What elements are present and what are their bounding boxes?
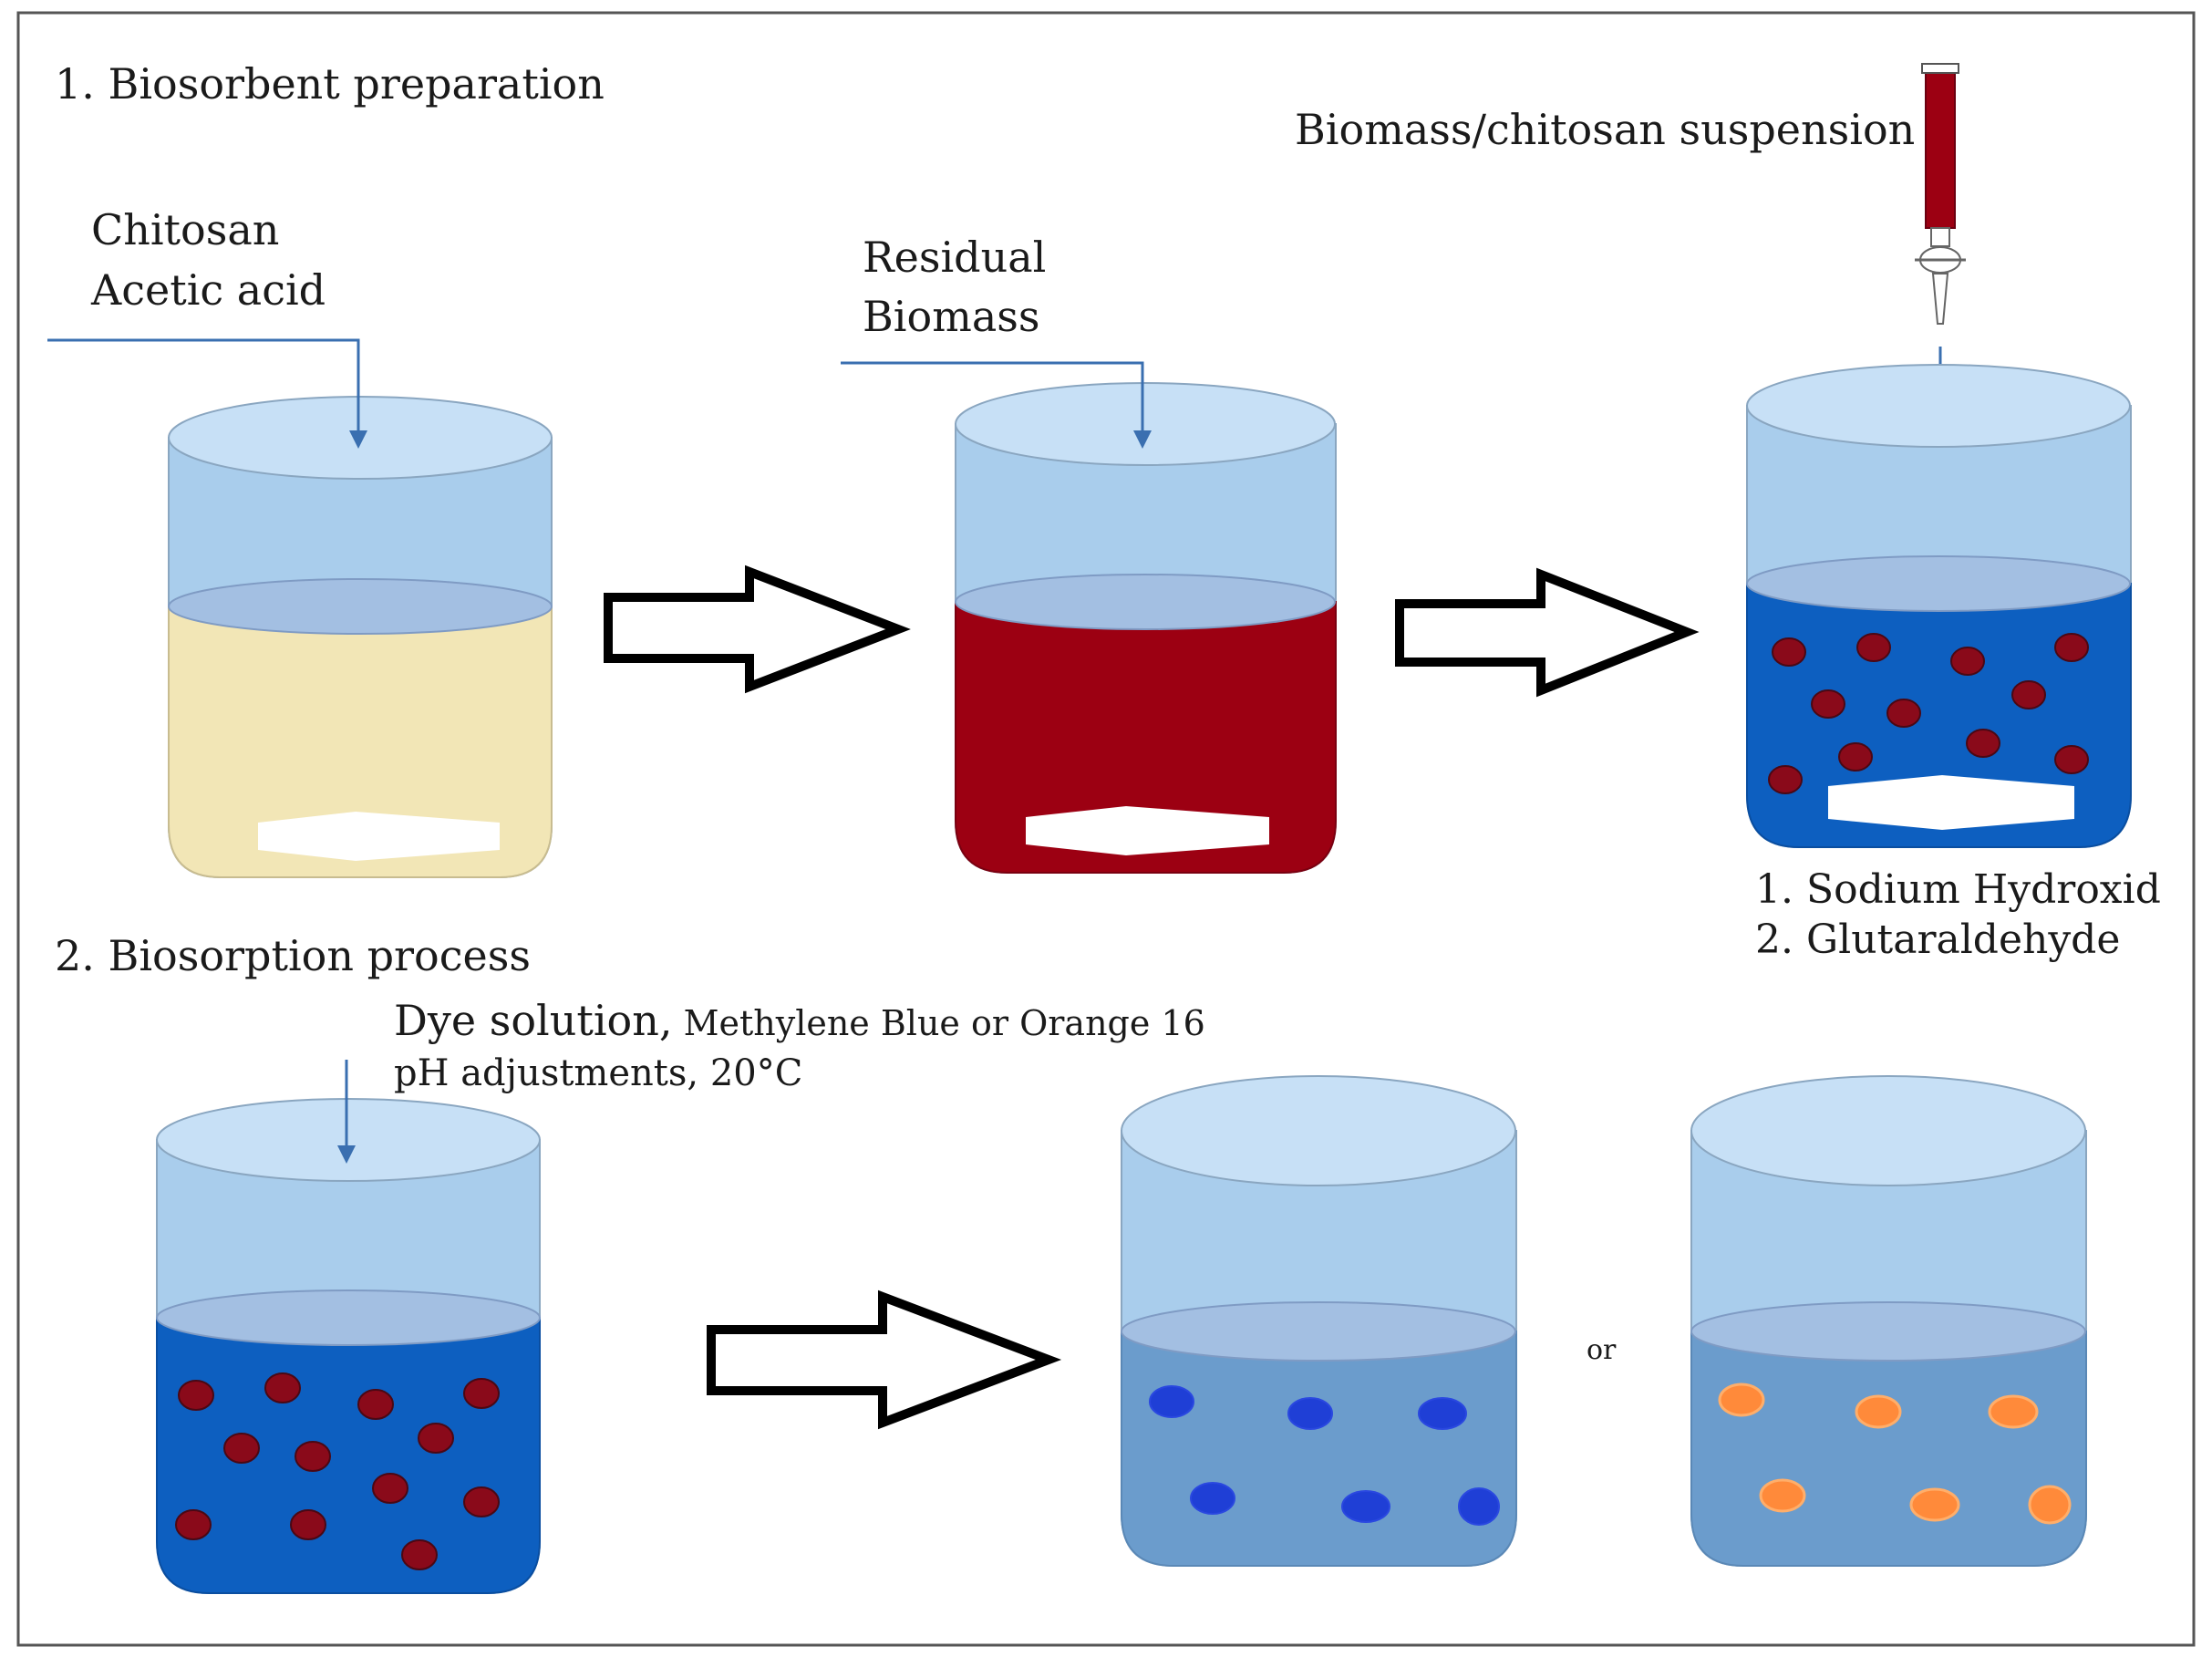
bead — [1966, 729, 2000, 758]
bead — [1458, 1487, 1500, 1526]
beaker-bead-formation — [1746, 364, 2132, 848]
stir-bar — [1828, 775, 2074, 830]
bead — [1988, 1394, 2039, 1429]
burette — [1915, 63, 1966, 325]
beaker-chitosan — [168, 396, 553, 878]
liquid-surface — [156, 1289, 541, 1346]
bead — [1287, 1397, 1333, 1430]
bead — [178, 1380, 214, 1411]
arrow-head — [349, 430, 367, 449]
bead — [1886, 699, 1921, 728]
bead — [418, 1423, 454, 1454]
beaker-rim — [1746, 364, 2131, 448]
bead — [1768, 765, 1803, 794]
burette-label: Biomass/chitosan suspension — [1295, 105, 1915, 154]
bead — [1718, 1383, 1765, 1417]
liquid-surface — [955, 574, 1336, 630]
liquid-chitosan-solution — [168, 606, 553, 878]
bead — [2028, 1485, 2072, 1525]
step2-title: 2. Biosorption process — [55, 931, 531, 980]
input-line-dye — [337, 1060, 356, 1164]
bead — [175, 1509, 212, 1540]
bead — [1811, 689, 1845, 719]
liquid-naoh-solution — [1746, 583, 2132, 848]
input-acetic-acid: Acetic acid — [90, 265, 326, 315]
bead — [357, 1389, 394, 1420]
reagent-glutaraldehyde: 2. Glutaraldehyde — [1755, 917, 2120, 963]
biosorbent-beads — [175, 1372, 500, 1570]
dye-solution-detail: Methylene Blue or Orange 16 — [673, 1003, 1205, 1043]
bead — [1772, 637, 1806, 667]
dye-solution-main: Dye solution, — [394, 996, 673, 1045]
step1-title: 1. Biosorbent preparation — [55, 59, 605, 109]
methylene-blue-loaded-beads — [1149, 1385, 1500, 1526]
bead — [1759, 1478, 1806, 1513]
beaker-methylene-blue-result — [1121, 1075, 1517, 1567]
bead — [2011, 680, 2046, 709]
bead — [1149, 1385, 1194, 1418]
input-chitosan: Chitosan — [91, 205, 279, 254]
burette-tip — [1931, 273, 1949, 325]
dye-solution-label: Dye solution, Methylene Blue or Orange 1… — [394, 996, 1205, 1045]
chitosan-biomass-beads — [1768, 633, 2089, 794]
liquid-biomass-suspension — [955, 601, 1337, 874]
bead — [463, 1378, 500, 1409]
process-arrow-2 — [1395, 567, 1700, 698]
process-arrow-3 — [707, 1289, 1062, 1430]
bead — [2054, 745, 2089, 774]
bead — [223, 1433, 260, 1464]
beaker-orange16-result — [1690, 1075, 2087, 1567]
liquid-treated-solution — [1121, 1331, 1517, 1567]
reagent-sodium-hydroxide: 1. Sodium Hydroxid — [1755, 866, 2161, 913]
input-line-chitosan — [47, 338, 367, 449]
input-biomass: Biomass — [863, 292, 1039, 341]
burette-tube — [1925, 67, 1956, 229]
input-residual: Residual — [863, 233, 1046, 282]
beaker-biosorption — [156, 1098, 541, 1594]
orange16-loaded-beads — [1718, 1383, 2072, 1525]
bead — [1190, 1482, 1235, 1515]
bead — [1838, 742, 1873, 772]
process-arrow-1 — [604, 564, 911, 694]
bead — [1856, 633, 1891, 662]
conditions-label: pH adjustments, 20°C — [394, 1052, 802, 1094]
bead — [463, 1486, 500, 1517]
bead — [2054, 633, 2089, 662]
arrow-head — [337, 1145, 356, 1164]
stir-bar — [1026, 806, 1269, 855]
beaker-rim — [955, 382, 1336, 466]
beaker-rim — [1121, 1075, 1516, 1186]
beaker-biomass — [955, 382, 1337, 874]
bead — [1341, 1490, 1390, 1523]
bead — [1909, 1487, 1960, 1522]
burette-top — [1921, 63, 1959, 74]
arrow-head — [1133, 430, 1152, 449]
liquid-surface — [1690, 1301, 2086, 1362]
stir-bar — [258, 812, 500, 861]
or-label: or — [1587, 1334, 1617, 1366]
beaker-rim — [1690, 1075, 2086, 1186]
bead — [295, 1441, 331, 1472]
bead — [401, 1539, 438, 1570]
liquid-surface — [1746, 555, 2131, 612]
liquid-surface — [1121, 1301, 1516, 1362]
beaker-rim — [156, 1098, 541, 1182]
bead — [1855, 1394, 1902, 1429]
bead — [1950, 647, 1985, 676]
burette-neck — [1930, 227, 1950, 247]
bead — [372, 1473, 408, 1504]
liquid-surface — [168, 578, 553, 635]
input-line-biomass — [841, 361, 1152, 449]
bead — [290, 1509, 326, 1540]
liquid-treated-solution — [1690, 1331, 2087, 1567]
figure-border — [16, 11, 2196, 1647]
bead — [1418, 1397, 1467, 1430]
bead — [264, 1372, 301, 1403]
liquid-dye-solution — [156, 1317, 541, 1594]
